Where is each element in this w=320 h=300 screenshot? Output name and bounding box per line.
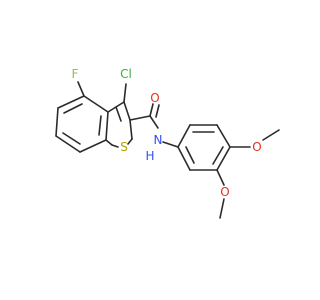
sulfur-atom-label: S [120, 140, 128, 154]
amide-hydrogen-label: H [145, 149, 154, 163]
methoxy-groups [216, 129, 280, 219]
dimethoxyphenyl-ring [177, 124, 231, 171]
chemical-structure-diagram: F Cl S O N H O O [55, 67, 280, 219]
methoxy-oxygen-bottom-label: O [220, 185, 229, 199]
benzo-ring [55, 95, 109, 153]
amide-linker [129, 103, 179, 148]
fluorine-atom-label: F [72, 67, 79, 81]
thiophene-ring [105, 101, 133, 148]
bond-c4-f [77, 81, 85, 97]
carbonyl-oxygen-label: O [150, 91, 159, 105]
methoxy-oxygen-top-label: O [252, 140, 261, 154]
bond-c3-cl [123, 83, 127, 103]
amide-nitrogen-label: N [154, 133, 163, 147]
chlorine-atom-label: Cl [120, 67, 132, 81]
